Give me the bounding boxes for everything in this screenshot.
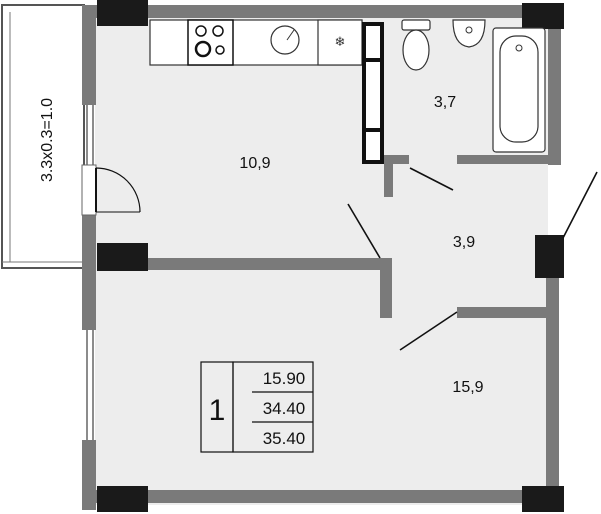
bathroom-wall-stub-left [384, 155, 409, 164]
toilet-tank [401, 19, 431, 31]
ventilation-shaft [362, 22, 384, 164]
burner [215, 45, 225, 55]
bathroom-wall-right [457, 155, 557, 164]
balcony-door-frame [81, 164, 97, 216]
balcony-frame [1, 4, 85, 269]
burner [194, 40, 212, 58]
area-summary-table: 1 15.90 34.40 35.40 [200, 361, 314, 453]
left-wall-top [82, 5, 96, 105]
summary-total-with-balcony: 35.40 [263, 429, 306, 448]
burner [195, 25, 207, 37]
stove-icon [187, 19, 234, 66]
sink-tap [286, 29, 295, 41]
left-wall-bottom [82, 440, 96, 510]
kitchen-door-leaf [347, 203, 381, 259]
floor-area [95, 10, 555, 505]
burner [212, 25, 224, 37]
fridge-body [317, 19, 363, 66]
summary-total-area: 34.40 [263, 399, 306, 418]
summary-room-count: 1 [209, 394, 226, 427]
bathtub-icon [492, 27, 546, 153]
balcony-label: 3.3x0.3=1.0 [39, 98, 56, 182]
stove-body [187, 19, 234, 66]
summary-values-cell [232, 361, 314, 453]
bathtub-drain [515, 44, 523, 52]
bedroom-door-leaf [399, 311, 458, 351]
interior-walls [140, 155, 557, 318]
bottom-wall [90, 490, 560, 503]
top-wall [95, 5, 560, 18]
hall-area-label: 3,9 [453, 234, 475, 251]
column [97, 243, 148, 271]
sink-bowl [270, 25, 300, 55]
door-leaves [347, 167, 598, 351]
hall-bedroom-wall [457, 307, 549, 318]
bathtub-outer [492, 27, 546, 153]
door-icon [81, 164, 141, 216]
washbasin-icon [452, 19, 486, 48]
toilet-icon [401, 19, 431, 71]
entrance-door-leaf [562, 171, 598, 239]
balcony: 3.3x0.3=1.0 [1, 4, 85, 269]
washbasin-drain [465, 26, 473, 34]
summary-living-area: 15.90 [263, 369, 306, 388]
column [522, 486, 564, 512]
exterior-walls [82, 5, 561, 510]
kitchen-bedroom-wall [140, 258, 390, 270]
kitchen-area-label: 10,9 [239, 155, 270, 172]
columns [97, 0, 564, 512]
column [522, 3, 564, 29]
right-wall-lower [546, 235, 559, 505]
right-wall-upper [548, 5, 561, 165]
kitchen-counter: ❄ [149, 19, 363, 66]
bedroom-area-label: 15,9 [452, 379, 483, 396]
column [97, 0, 148, 26]
bedroom-door-stub [380, 258, 392, 318]
left-wall-mid [82, 215, 96, 330]
shaft-outline [362, 22, 384, 164]
snowflake-symbol: ❄ [335, 34, 346, 49]
column [97, 486, 148, 512]
bathroom-area-label: 3,7 [434, 94, 456, 111]
toilet-bowl [402, 29, 430, 71]
bathroom-wall-stub-vertical [384, 155, 393, 197]
bathroom-door-leaf [409, 167, 454, 191]
sink-icon [270, 25, 300, 55]
bathtub-inner [499, 35, 539, 143]
fridge-icon: ❄ [317, 19, 363, 66]
door-swing [95, 167, 141, 213]
floor-cutout [548, 165, 601, 235]
column [535, 235, 564, 278]
